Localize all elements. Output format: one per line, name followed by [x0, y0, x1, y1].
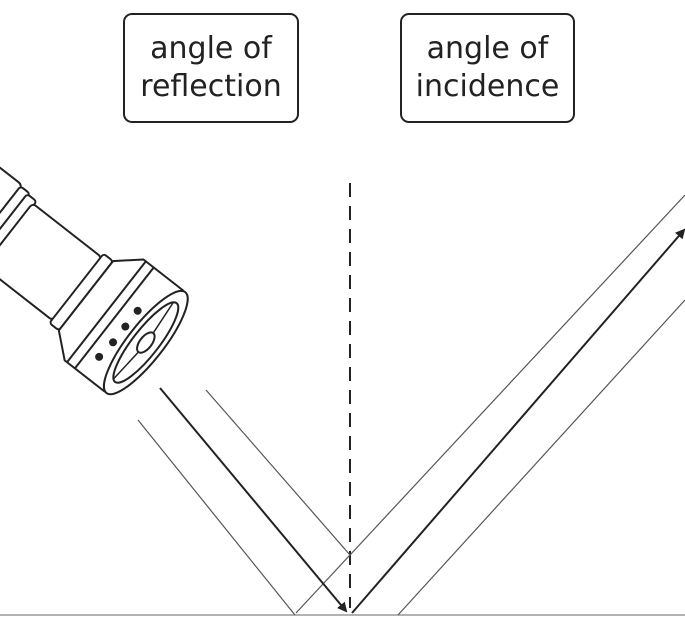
- incident-ray: [160, 388, 346, 611]
- torch-icon: [0, 136, 199, 404]
- reflected-beam-edge-upper: [296, 195, 685, 613]
- incident-beam-edge-lower: [138, 420, 295, 615]
- reflected-ray: [352, 230, 684, 613]
